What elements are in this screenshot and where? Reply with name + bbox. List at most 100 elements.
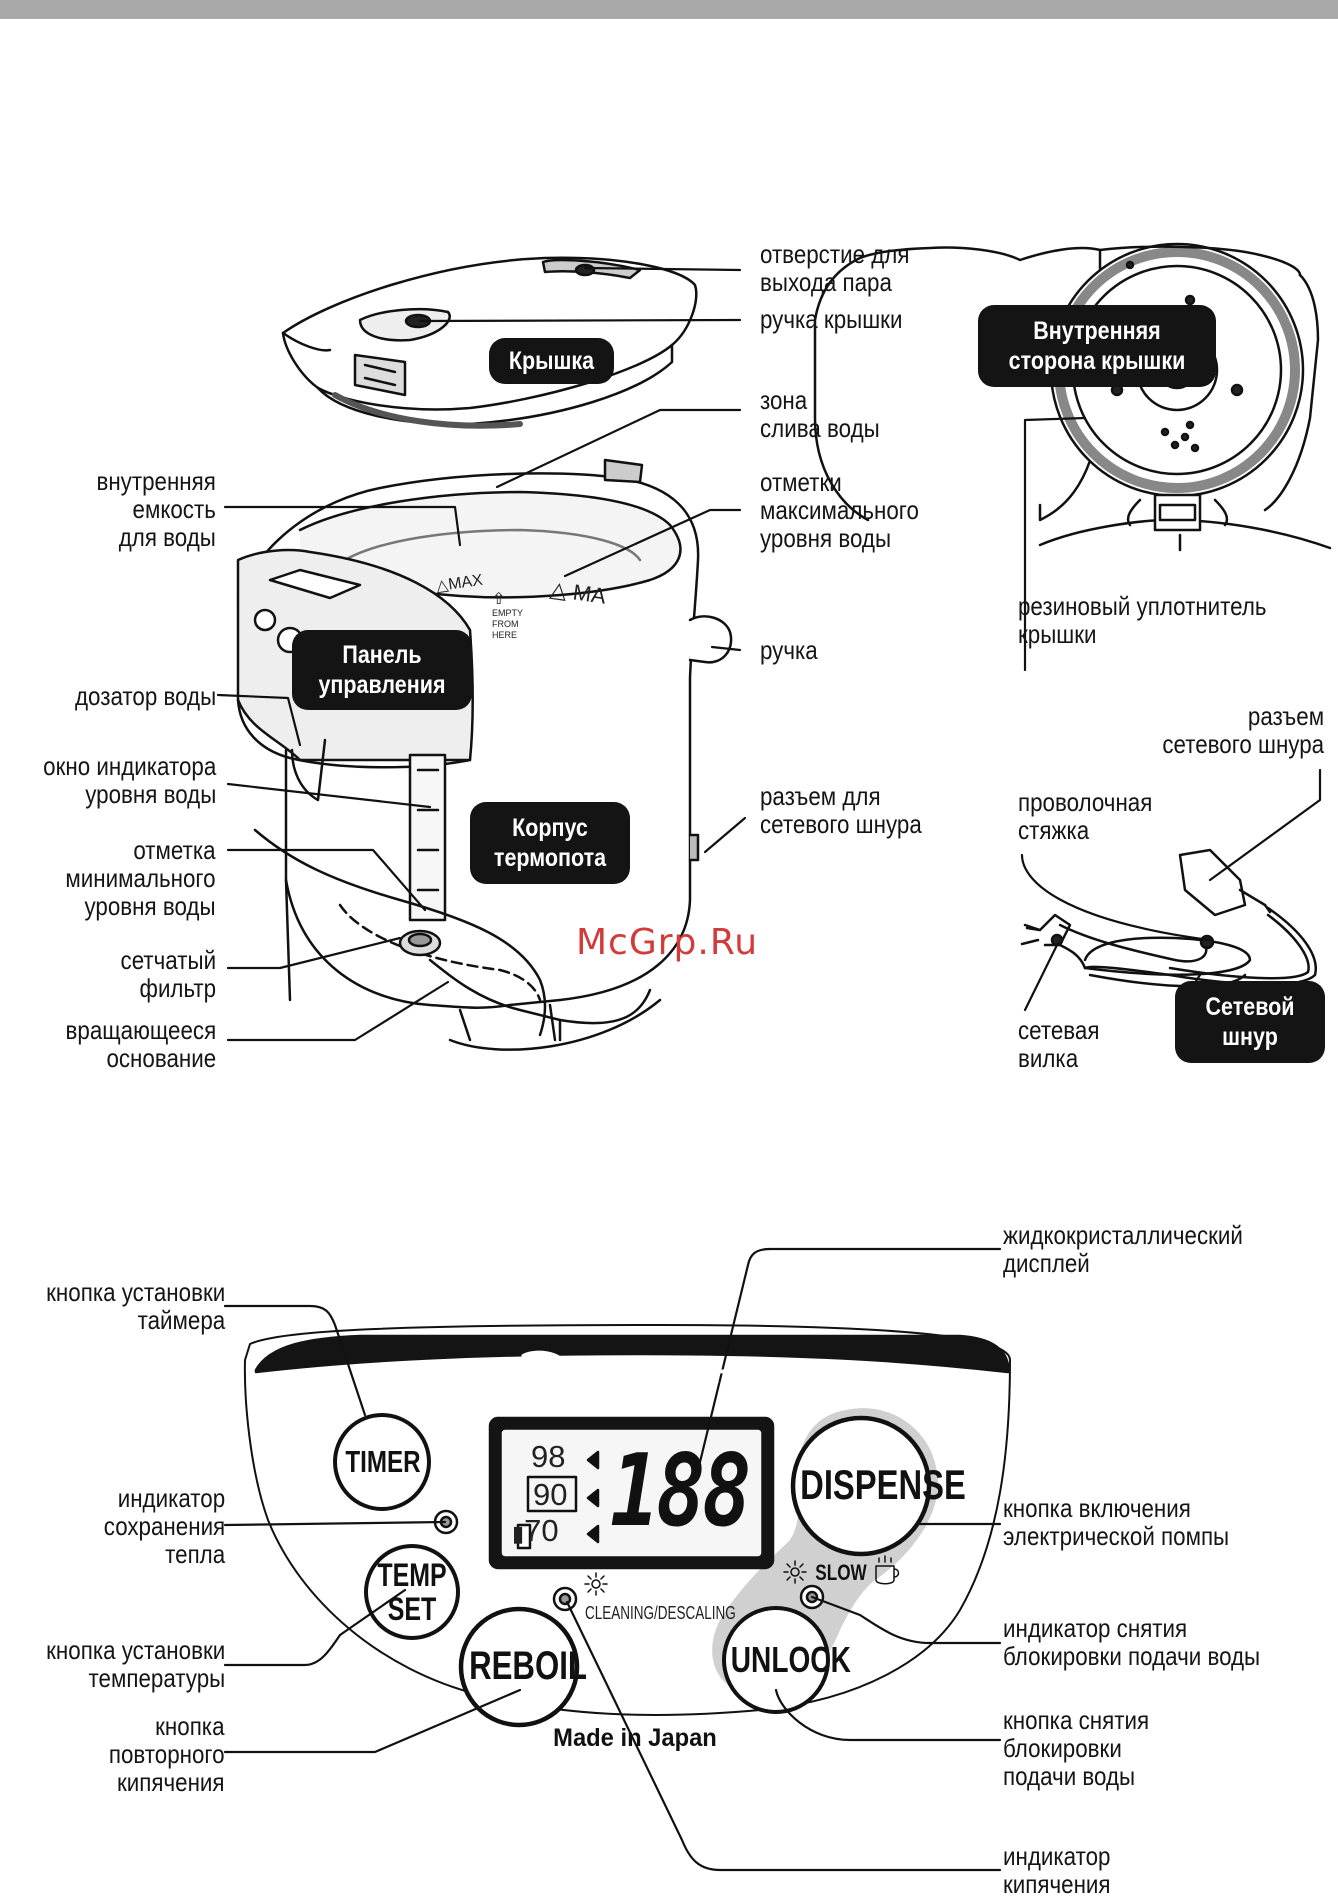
made-in-label: Made in Japan: [553, 1724, 717, 1752]
badge-body: Корпус термопота: [470, 802, 630, 884]
label-lcd-line1: жидкокристаллический: [1003, 1220, 1243, 1250]
label-unlock-button: кнопка снятия блокировки подачи воды: [1003, 1706, 1149, 1790]
label-rotating-base: вращающееся основание: [65, 1016, 216, 1072]
temp-set-button[interactable]: TEMP SET: [376, 1558, 448, 1626]
temp-set-line1: TEMP: [377, 1557, 447, 1593]
slow-label: SLOW: [815, 1560, 867, 1585]
pot-empty-mark: ⇧ EMPTY FROM HERE: [492, 592, 523, 641]
dispense-button[interactable]: DISPENSE: [800, 1461, 966, 1508]
bottle-icon: ▮: [512, 1521, 525, 1546]
label-lid-gasket-line2: крышки: [1018, 619, 1097, 649]
label-cord-connector-line2: сетевого шнура: [1162, 729, 1324, 759]
lid-illustration: [281, 256, 698, 429]
label-mesh-filter-line2: фильтр: [139, 973, 216, 1003]
label-mesh-filter-line1: сетчатый: [120, 945, 216, 975]
temp-98: 98: [531, 1439, 566, 1474]
label-dispenser-line1: дозатор воды: [74, 681, 216, 711]
label-steam-vent: отверстие для выхода пара: [760, 240, 909, 296]
label-unlock-button-line2: блокировки: [1003, 1733, 1122, 1763]
label-drain-zone-line1: зона: [760, 385, 808, 415]
label-temp-button-line2: температуры: [88, 1663, 225, 1693]
label-max-marks-line2: максимального: [760, 495, 919, 525]
badge-panel-line1: Панель: [342, 641, 422, 669]
label-inner-container-line1: внутренняя: [96, 466, 216, 496]
cleaning-label: CLEANING/DESCALING: [585, 1603, 736, 1623]
reboil-button[interactable]: REBOIL: [469, 1644, 587, 1688]
label-cord-socket-line1: разъем для: [760, 781, 881, 811]
badge-inner-lid-line2: сторона крышки: [1008, 347, 1186, 375]
pot-empty-line2: FROM: [492, 619, 519, 629]
label-temp-button: кнопка установки температуры: [46, 1636, 225, 1692]
label-keep-warm-line2: сохранения: [103, 1511, 225, 1541]
power-cord-illustration: [1020, 848, 1318, 988]
label-wire-tie-line1: проволочная: [1018, 787, 1153, 817]
pot-max-mark-right-text: MA: [571, 579, 608, 609]
label-lid-gasket: резиновый уплотнитель крышки: [1018, 592, 1267, 648]
pot-empty-line1: EMPTY: [492, 608, 524, 618]
label-handle: ручка: [760, 636, 818, 664]
label-level-window-line2: уровня воды: [84, 779, 216, 809]
label-plug: сетевая вилка: [1018, 1016, 1099, 1072]
timer-button[interactable]: TIMER: [345, 1444, 421, 1479]
unlock-button[interactable]: UNLOCK: [730, 1639, 851, 1680]
watermark: McGrp.Ru: [576, 922, 759, 963]
up-arrow-icon: ⇧: [492, 591, 506, 608]
label-reboil-button: кнопка повторного кипячения: [109, 1712, 225, 1796]
temp-70: ▮70: [512, 1515, 559, 1546]
label-boil-indicator: индикатор кипячения: [1003, 1842, 1111, 1898]
label-plug-line2: вилка: [1018, 1043, 1079, 1073]
temp-70-text: 70: [524, 1513, 559, 1548]
label-reboil-button-line1: кнопка: [155, 1711, 225, 1741]
label-min-mark-line3: уровня воды: [84, 891, 217, 921]
label-unlock-button-line3: подачи воды: [1003, 1761, 1136, 1791]
label-temp-button-line1: кнопка установки: [45, 1635, 225, 1665]
label-min-mark-line2: минимального: [65, 863, 216, 893]
label-steam-vent-line2: выхода пара: [760, 267, 892, 297]
label-keep-warm-line3: тепла: [164, 1539, 225, 1569]
badge-lid: Крышка: [489, 338, 614, 384]
label-timer-button-line1: кнопка установки: [45, 1277, 225, 1307]
label-dispense-button: кнопка включения электрической помпы: [1003, 1494, 1229, 1550]
label-lid-handle-line1: ручка крышки: [760, 304, 903, 334]
label-cord-socket-line2: сетевого шнура: [760, 809, 922, 839]
label-boil-indicator-line1: индикатор: [1003, 1841, 1111, 1871]
label-wire-tie-line2: стяжка: [1018, 815, 1090, 845]
label-steam-vent-line1: отверстие для: [760, 239, 910, 269]
label-max-marks: отметки максимального уровня воды: [760, 468, 919, 552]
label-max-marks-line1: отметки: [760, 467, 842, 497]
badge-panel-line2: управления: [318, 671, 446, 699]
label-handle-line1: ручка: [760, 635, 818, 665]
label-dispense-button-line1: кнопка включения: [1003, 1493, 1191, 1523]
label-boil-indicator-line2: кипячения: [1003, 1869, 1111, 1899]
label-reboil-button-line3: кипячения: [117, 1767, 225, 1797]
label-reboil-button-line2: повторного: [109, 1739, 225, 1769]
lcd-digits: 188: [610, 1432, 752, 1549]
label-cord-connector: разъем сетевого шнура: [1162, 702, 1324, 758]
label-lid-gasket-line1: резиновый уплотнитель: [1018, 591, 1267, 621]
label-keep-warm: индикатор сохранения тепла: [104, 1484, 225, 1568]
label-unlock-button-line1: кнопка снятия: [1003, 1705, 1150, 1735]
label-dispense-button-line2: электрической помпы: [1003, 1521, 1230, 1551]
label-min-mark-line1: отметка: [133, 835, 216, 865]
label-timer-button-line2: таймера: [137, 1305, 225, 1335]
label-unlock-indicator-line2: блокировки подачи воды: [1003, 1641, 1261, 1671]
badge-body-line1: Корпус: [512, 814, 588, 842]
label-lid-handle: ручка крышки: [760, 305, 902, 333]
label-level-window: окно индикатора уровня воды: [43, 752, 216, 808]
badge-inner-lid: Внутренняя сторона крышки: [978, 305, 1216, 387]
label-unlock-indicator: индикатор снятия блокировки подачи воды: [1003, 1614, 1260, 1670]
label-drain-zone: зона слива воды: [760, 386, 880, 442]
panel-brand: ZOJIRUSHI: [602, 1354, 739, 1390]
leader-lines: [216, 266, 1322, 1872]
label-cord-socket: разъем для сетевого шнура: [760, 782, 922, 838]
top-bar: [0, 0, 1338, 19]
label-keep-warm-line1: индикатор: [117, 1483, 225, 1513]
label-max-marks-line3: уровня воды: [760, 523, 892, 553]
temp-90: 90: [533, 1477, 568, 1512]
label-cord-connector-line1: разъем: [1247, 701, 1324, 731]
badge-inner-lid-line1: Внутренняя: [1033, 317, 1161, 345]
control-panel-illustration: [243, 1324, 1011, 1728]
label-unlock-indicator-line1: индикатор снятия: [1003, 1613, 1188, 1643]
label-rotating-base-line1: вращающееся: [65, 1015, 216, 1045]
label-min-mark: отметка минимального уровня воды: [66, 836, 216, 920]
